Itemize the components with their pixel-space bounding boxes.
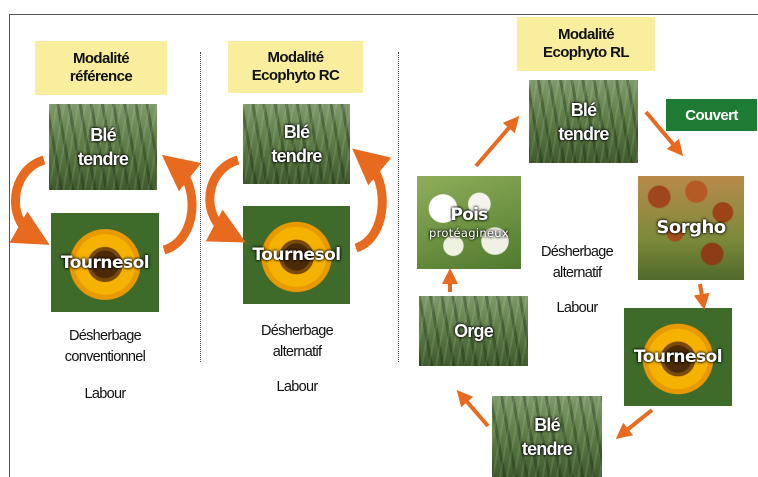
column-divider-1	[200, 52, 201, 362]
arrow-sorgho-to-tournesol-icon	[693, 283, 710, 310]
label-line-2: référence	[69, 68, 133, 85]
crop-name-line-1: Pois	[450, 204, 489, 225]
curved-arrow-right-icon	[161, 154, 202, 255]
arrow-pois-to-ble-icon	[474, 115, 520, 168]
ble-tendre-tile: Blé tendre	[529, 80, 638, 163]
crop-name-line-1: Blé	[570, 99, 597, 120]
weeding-line-2: conventionnel	[64, 349, 146, 365]
weeding-line-1: Désherbage	[69, 328, 142, 344]
modalite-ecophyto-rc-label: Modalité Ecophyto RC	[228, 41, 363, 93]
crop-name-line-2: protéagineux	[429, 225, 509, 240]
frame-left-border	[9, 14, 10, 477]
label-line-2: Ecophyto RL	[543, 44, 630, 61]
weeding-text: Désherbage alternatif	[517, 242, 637, 284]
crop-name-line-1: Blé	[283, 122, 310, 142]
arrow-ble-to-orge-icon	[456, 389, 490, 428]
arrow-ble-to-sorgho-icon	[644, 110, 684, 157]
crop-name-line-1: Blé	[534, 414, 560, 435]
column-divider-2	[398, 52, 399, 362]
weeding-text: Désherbage conventionnel	[40, 326, 170, 368]
curved-arrow-left-icon	[9, 155, 50, 245]
tournesol-tile: Tournesol	[243, 206, 350, 304]
ble-tendre-tile: Blé tendre	[243, 104, 350, 184]
label-line-1: Modalité	[267, 49, 324, 66]
arrow-tournesol-to-ble-icon	[615, 408, 654, 439]
weeding-line-1: Désherbage	[261, 323, 334, 339]
crop-name: Sorgho	[656, 217, 726, 238]
tournesol-tile: Tournesol	[51, 213, 159, 312]
label-line-1: Modalité	[72, 50, 130, 67]
curved-arrow-right-icon	[352, 148, 392, 253]
crop-name: Tournesol	[633, 347, 723, 367]
frame-top-border	[9, 14, 758, 15]
weeding-line-1: Désherbage	[541, 244, 614, 260]
weeding-line-2: alternatif	[552, 265, 602, 281]
tournesol-tile: Tournesol	[624, 308, 732, 406]
crop-name-line-2: tendre	[521, 438, 573, 459]
sorgho-tile: Sorgho	[638, 176, 744, 280]
curved-arrow-left-icon	[205, 155, 246, 243]
crop-name: Orge	[454, 321, 494, 341]
crop-name: Tournesol	[60, 252, 150, 273]
couvert-badge: Couvert	[666, 99, 757, 131]
label-line-2: Ecophyto RC	[251, 67, 340, 84]
tillage-text: Labour	[276, 379, 319, 395]
crop-name-line-2: tendre	[77, 149, 129, 169]
weeding-text: Désherbage alternatif	[232, 321, 362, 363]
label-line-1: Modalité	[557, 26, 615, 43]
crop-name-line-1: Blé	[90, 125, 116, 145]
crop-name: Tournesol	[252, 245, 341, 265]
orge-tile: Orge	[419, 296, 528, 366]
weeding-line-2: alternatif	[272, 344, 322, 360]
ble-tendre-tile-bottom: Blé tendre	[492, 396, 602, 477]
crop-name-line-2: tendre	[271, 146, 322, 166]
modalite-reference-label: Modalité référence	[35, 41, 167, 95]
crop-name-line-2: tendre	[558, 123, 609, 144]
tillage-text: Labour	[556, 300, 599, 316]
pois-proteagineux-tile: Pois protéagineux	[417, 176, 521, 269]
tillage-text: Labour	[84, 386, 127, 402]
ble-tendre-tile: Blé tendre	[49, 104, 157, 190]
modalite-ecophyto-rl-label: Modalité Ecophyto RL	[517, 17, 655, 71]
